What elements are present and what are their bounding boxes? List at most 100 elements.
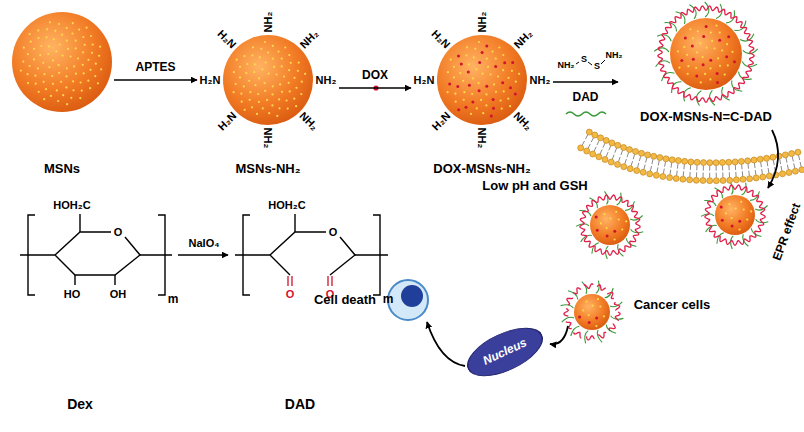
lipid-tail — [663, 169, 665, 174]
dad-amine: NH₂ — [558, 61, 575, 71]
pore-dot — [453, 66, 455, 68]
lipid-tail — [768, 168, 770, 173]
pore-dot — [49, 21, 51, 23]
lipid-head — [693, 177, 699, 183]
lipid-tail — [627, 152, 629, 157]
pore-dot — [45, 88, 47, 90]
pore-dot — [495, 58, 497, 60]
pore-dot — [82, 36, 84, 38]
lipid-head — [680, 176, 686, 182]
pore-dot — [47, 53, 49, 55]
dox-dot — [578, 316, 581, 319]
lipid-tail — [670, 170, 672, 175]
dextran-chain — [582, 282, 587, 294]
pore-dot — [502, 54, 504, 56]
pore-dot — [507, 77, 509, 79]
pore-dot — [66, 103, 68, 105]
pore-dot — [249, 99, 251, 101]
lipid-tail — [633, 154, 634, 159]
pore-dot — [86, 27, 88, 29]
lipid-tail — [683, 164, 685, 169]
pore-dot — [298, 62, 300, 64]
pore-dot — [259, 56, 261, 58]
lipid-head — [719, 160, 725, 166]
pore-dot — [289, 90, 291, 92]
pore-dot — [281, 91, 283, 93]
lipid-tail — [631, 161, 633, 166]
pore-dot — [251, 54, 253, 56]
lipid-head — [700, 178, 706, 184]
pore-dot — [482, 73, 484, 75]
lipid-head — [751, 157, 757, 163]
dox-dot — [494, 65, 497, 68]
pore-dot — [687, 65, 689, 67]
lipid-tail — [588, 144, 590, 149]
lipid-tail — [690, 165, 691, 170]
pore-dot — [233, 71, 235, 73]
cell-nucleus — [401, 285, 423, 307]
pore-dot — [293, 98, 295, 100]
reagent-label: DAD — [573, 91, 599, 104]
lipid-tail — [703, 166, 704, 171]
pore-dot — [704, 73, 706, 75]
pore-dot — [58, 64, 60, 66]
dox-dot — [457, 108, 460, 111]
lipid-tail — [600, 150, 602, 155]
pore-dot — [43, 81, 45, 83]
pore-dot — [72, 22, 74, 24]
pore-dot — [264, 90, 266, 92]
pore-dot — [281, 65, 283, 67]
pore-dot — [293, 77, 295, 79]
pore-dot — [726, 43, 728, 45]
lipid-tail — [773, 160, 775, 165]
pore-dot — [278, 98, 280, 100]
lipid-head — [578, 145, 584, 151]
pore-dot — [54, 30, 56, 32]
chem-group: HOH₂C — [268, 199, 305, 211]
amine-group: NH₂ — [511, 109, 534, 132]
dox-dot — [467, 71, 470, 74]
pore-dot — [52, 83, 54, 85]
lipid-tail — [696, 165, 697, 170]
lipid-head — [584, 148, 590, 154]
lipid-tail — [754, 163, 756, 168]
lipid-tail — [615, 148, 617, 153]
lipid-head — [603, 137, 609, 143]
pore-dot — [491, 51, 493, 53]
pore-dot — [27, 73, 29, 75]
pore-dot — [696, 51, 698, 53]
pore-dot — [33, 48, 35, 50]
pore-dot — [59, 43, 61, 45]
lipid-tail — [657, 167, 658, 172]
msn-sphere — [223, 35, 313, 125]
amine-group: NH₂ — [316, 74, 337, 86]
pore-dot — [265, 61, 267, 63]
pore-dot — [465, 54, 467, 56]
dox-dot — [595, 216, 598, 219]
pore-dot — [485, 104, 487, 106]
pore-dot — [301, 81, 303, 83]
pore-dot — [288, 54, 290, 56]
pore-dot — [725, 212, 727, 214]
lipid-tail — [677, 164, 679, 169]
msn-sphere — [590, 205, 630, 245]
pore-dot — [82, 64, 84, 66]
pore-dot — [78, 29, 80, 31]
amine-group: NH₂ — [530, 74, 551, 86]
pore-dot — [586, 300, 588, 302]
dox-dot — [738, 220, 741, 223]
lipid-tail — [609, 146, 611, 151]
pore-dot — [459, 72, 461, 74]
lipid-head — [639, 150, 645, 156]
pore-dot — [618, 218, 620, 220]
lipid-head — [645, 152, 651, 158]
pore-dot — [56, 89, 58, 91]
pore-dot — [66, 40, 68, 42]
amine-group: NH₂ — [297, 27, 320, 50]
pore-dot — [490, 73, 492, 75]
pore-dot — [300, 93, 302, 95]
pore-dot — [81, 90, 83, 92]
pore-dot — [595, 325, 597, 327]
pore-dot — [478, 41, 480, 43]
compound-name: Dex — [67, 397, 93, 412]
